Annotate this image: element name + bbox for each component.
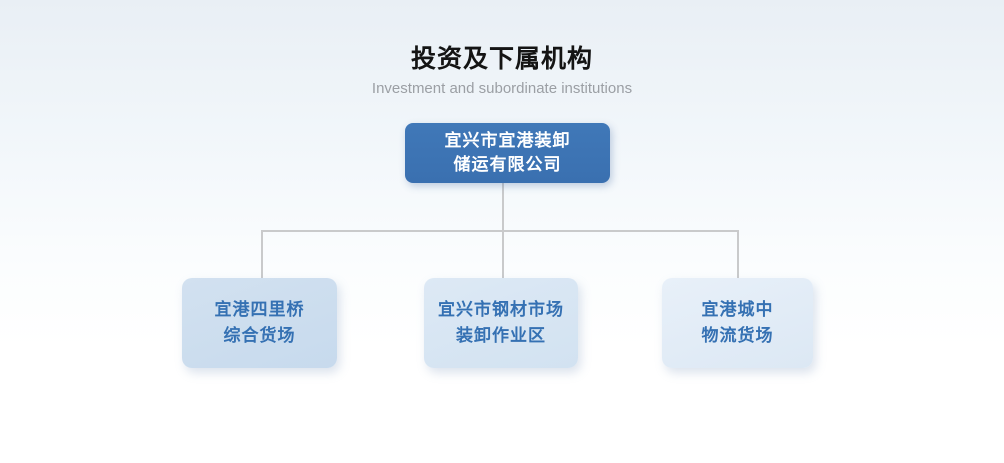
- page-subtitle: Investment and subordinate institutions: [371, 79, 633, 97]
- chart-header: 投资及下属机构 Investment and subordinate insti…: [0, 45, 1004, 97]
- org-node-root: 宜兴市宜港装卸 储运有限公司: [405, 123, 610, 183]
- org-node-child-3-label-line2: 物流货场: [701, 326, 774, 345]
- connector-horizontal: [261, 230, 739, 232]
- org-node-child-1-label-line1: 宜港四里桥: [214, 300, 305, 319]
- page-title: 投资及下属机构: [410, 45, 593, 73]
- org-node-child-2-label-line1: 宜兴市钢材市场: [438, 300, 564, 319]
- org-node-child-2-label-line2: 装卸作业区: [456, 326, 546, 345]
- org-node-root-label-line1: 宜兴市宜港装卸: [444, 131, 571, 150]
- connector-root-vertical: [502, 183, 504, 232]
- org-node-child-1-label-line2: 综合货场: [223, 326, 296, 345]
- org-node-root-label-line2: 储运有限公司: [453, 155, 562, 174]
- connector-right-stub: [737, 230, 739, 278]
- connector-left-stub: [261, 230, 263, 278]
- org-node-child-3: 宜港城中 物流货场: [662, 278, 813, 368]
- org-node-child-3-label-line1: 宜港城中: [701, 300, 774, 319]
- connector-middle-stub: [502, 230, 504, 278]
- org-node-child-2: 宜兴市钢材市场 装卸作业区: [424, 278, 578, 368]
- org-node-child-1: 宜港四里桥 综合货场: [182, 278, 337, 368]
